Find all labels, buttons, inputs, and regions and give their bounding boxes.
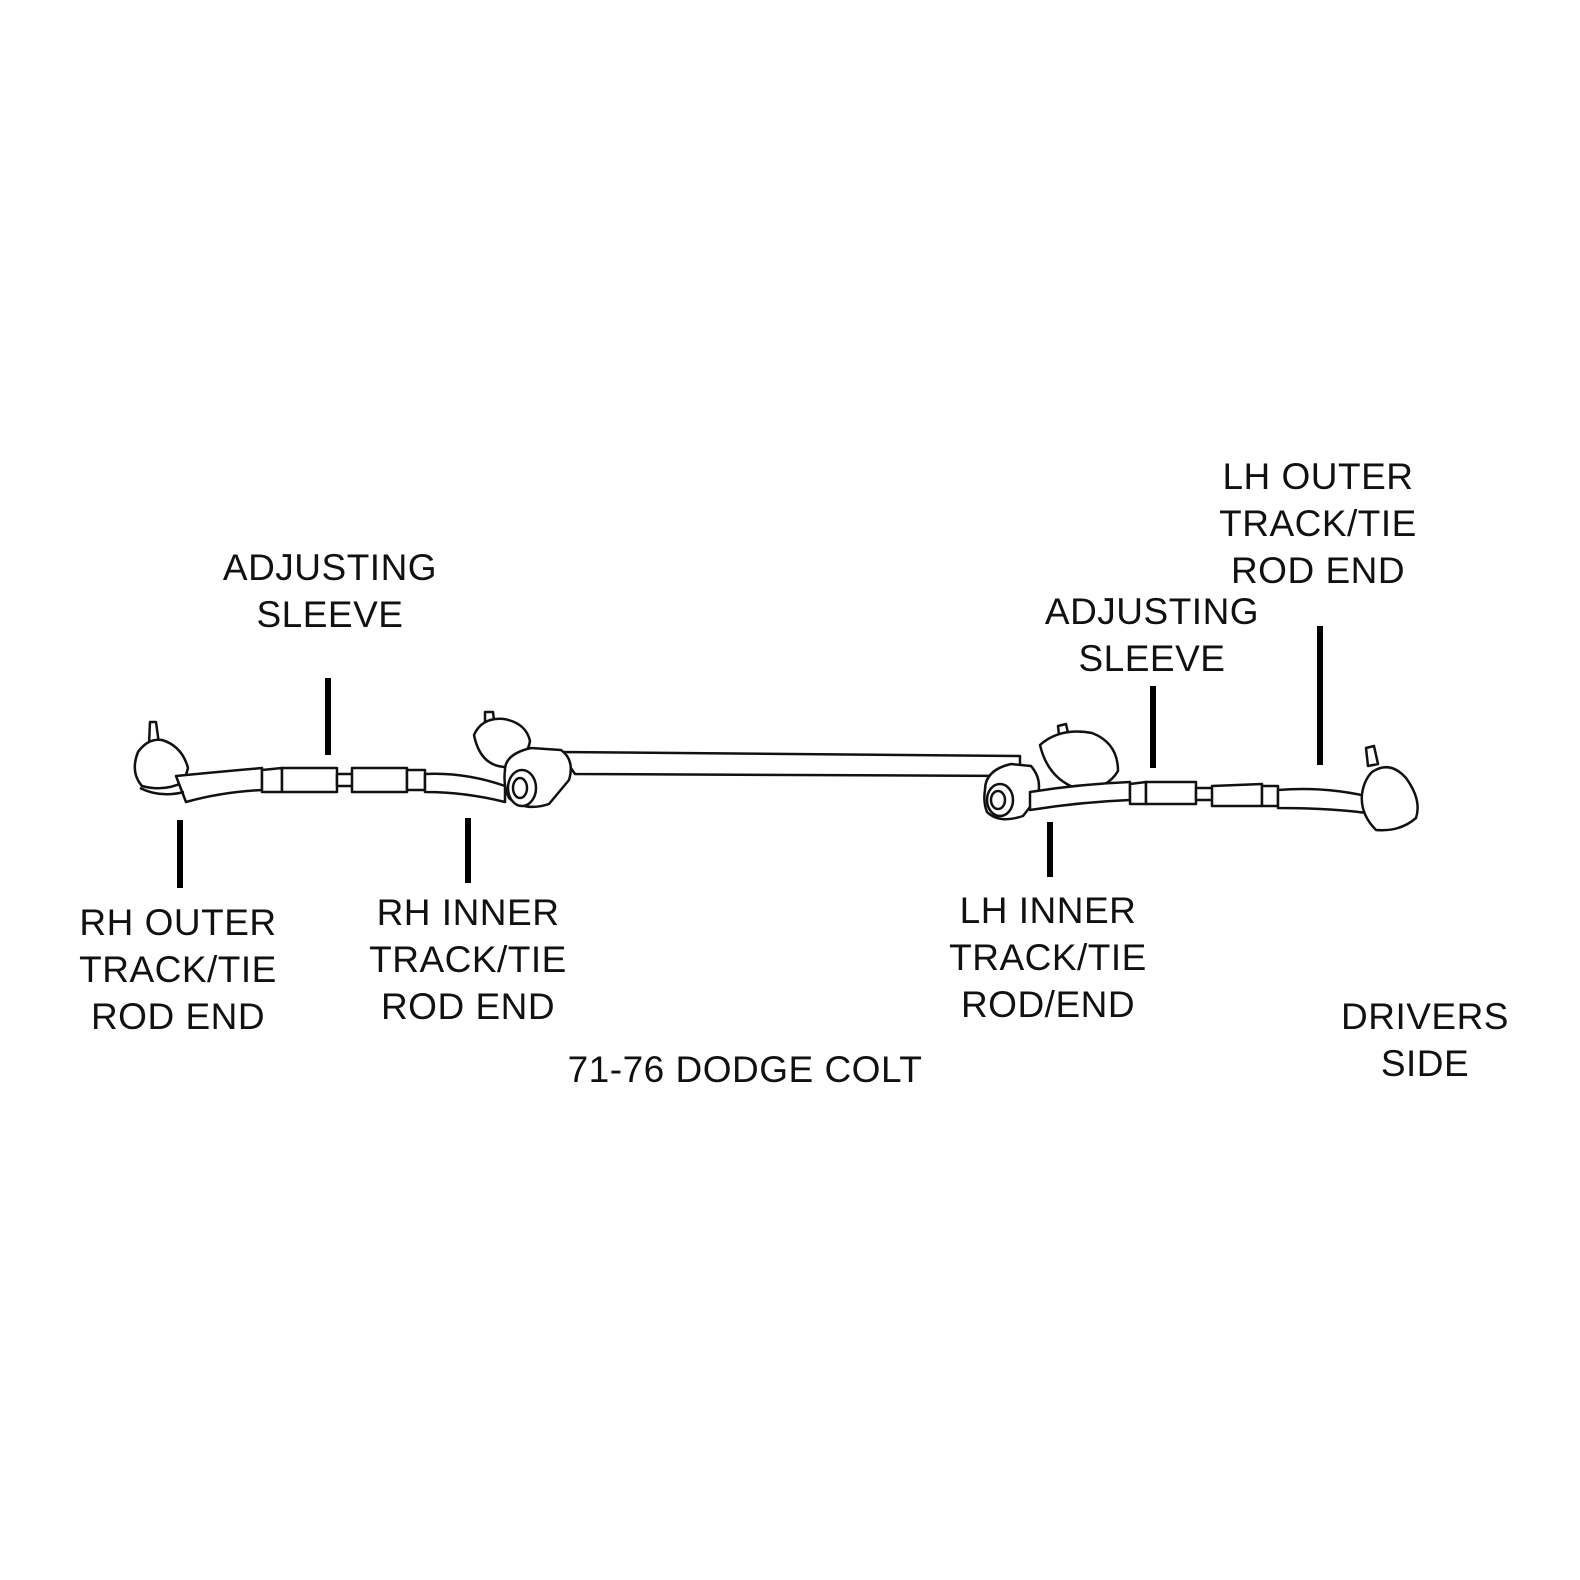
label-rh-inner-tie-rod-end: RH INNER TRACK/TIE ROD END — [369, 889, 567, 1030]
label-line: DRIVERS — [1341, 996, 1509, 1037]
label-lh-inner-tie-rod-end: LH INNER TRACK/TIE ROD/END — [949, 887, 1147, 1028]
label-line: LH INNER — [959, 890, 1137, 931]
leader-line-lh-inner — [1047, 822, 1053, 877]
label-line: TRACK/TIE — [949, 937, 1147, 978]
label-drivers-side: DRIVERS SIDE — [1341, 993, 1509, 1087]
center-link — [558, 750, 1022, 778]
rh-adjusting-sleeve — [260, 766, 427, 794]
label-line: ROD END — [90, 996, 266, 1037]
label-line: ROD END — [1230, 550, 1406, 591]
diagram-title: 71-76 DODGE COLT — [568, 1046, 923, 1093]
lh-outer-tie-rod-end — [1276, 744, 1419, 832]
label-line: TRACK/TIE — [79, 949, 277, 990]
label-line: ROD/END — [960, 984, 1136, 1025]
rh-inner-tie-rod-end — [423, 710, 572, 809]
label-line: ADJUSTING — [222, 547, 438, 588]
leader-line-rh-adjusting-sleeve — [325, 678, 331, 755]
label-rh-outer-tie-rod-end: RH OUTER TRACK/TIE ROD END — [79, 899, 277, 1040]
label-line: TRACK/TIE — [369, 939, 567, 980]
leader-line-rh-outer — [177, 820, 183, 888]
lh-adjusting-sleeve — [1128, 780, 1280, 808]
rh-outer-tie-rod-end — [133, 720, 264, 804]
label-line: SIDE — [1380, 1043, 1470, 1084]
label-line: SLEEVE — [1078, 638, 1226, 679]
label-lh-outer-tie-rod-end: LH OUTER TRACK/TIE ROD END — [1219, 453, 1417, 594]
label-line: TRACK/TIE — [1219, 503, 1417, 544]
label-rh-adjusting-sleeve: ADJUSTING SLEEVE — [223, 544, 437, 638]
leader-line-lh-outer — [1317, 626, 1323, 765]
label-line: RH OUTER — [79, 902, 277, 943]
label-line: SLEEVE — [256, 594, 404, 635]
label-line: 71-76 DODGE COLT — [567, 1049, 923, 1090]
label-line: LH OUTER — [1222, 456, 1414, 497]
leader-line-lh-adjusting-sleeve — [1150, 686, 1156, 768]
label-lh-adjusting-sleeve: ADJUSTING SLEEVE — [1045, 588, 1259, 682]
label-line: RH INNER — [376, 892, 560, 933]
lh-inner-tie-rod-end — [983, 722, 1132, 821]
label-line: ADJUSTING — [1044, 591, 1260, 632]
leader-line-rh-inner — [465, 818, 471, 883]
label-line: ROD END — [380, 986, 556, 1027]
